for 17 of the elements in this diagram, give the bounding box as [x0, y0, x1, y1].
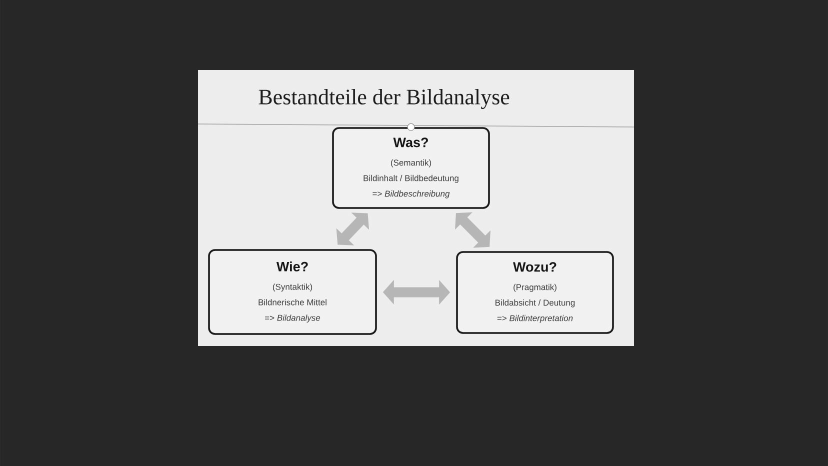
box-heading: Was? [393, 138, 428, 148]
box-text: Bildnerische Mittel [258, 299, 326, 306]
box-text: (Semantik) [391, 159, 432, 168]
double-arrow [455, 212, 491, 248]
question-box [208, 249, 377, 335]
question-box [332, 127, 490, 209]
box-text: => Bildbeschreibung [372, 190, 450, 198]
box-text: (Pragmatik) [514, 284, 556, 292]
box-text: Bildabsicht / Deutung [496, 299, 575, 308]
box-text: => Bildinterpretation [497, 314, 573, 323]
box-text: => Bildanalyse [265, 314, 320, 322]
box-heading: Wozu? [513, 262, 556, 272]
box-text: (Syntaktik) [272, 284, 312, 292]
title: Bestandteile der Bildanalyse [258, 89, 510, 109]
box-text: Bildinhalt / Bildbedeutung [364, 174, 458, 183]
question-box [456, 251, 614, 334]
box-heading: Wie? [276, 261, 308, 272]
